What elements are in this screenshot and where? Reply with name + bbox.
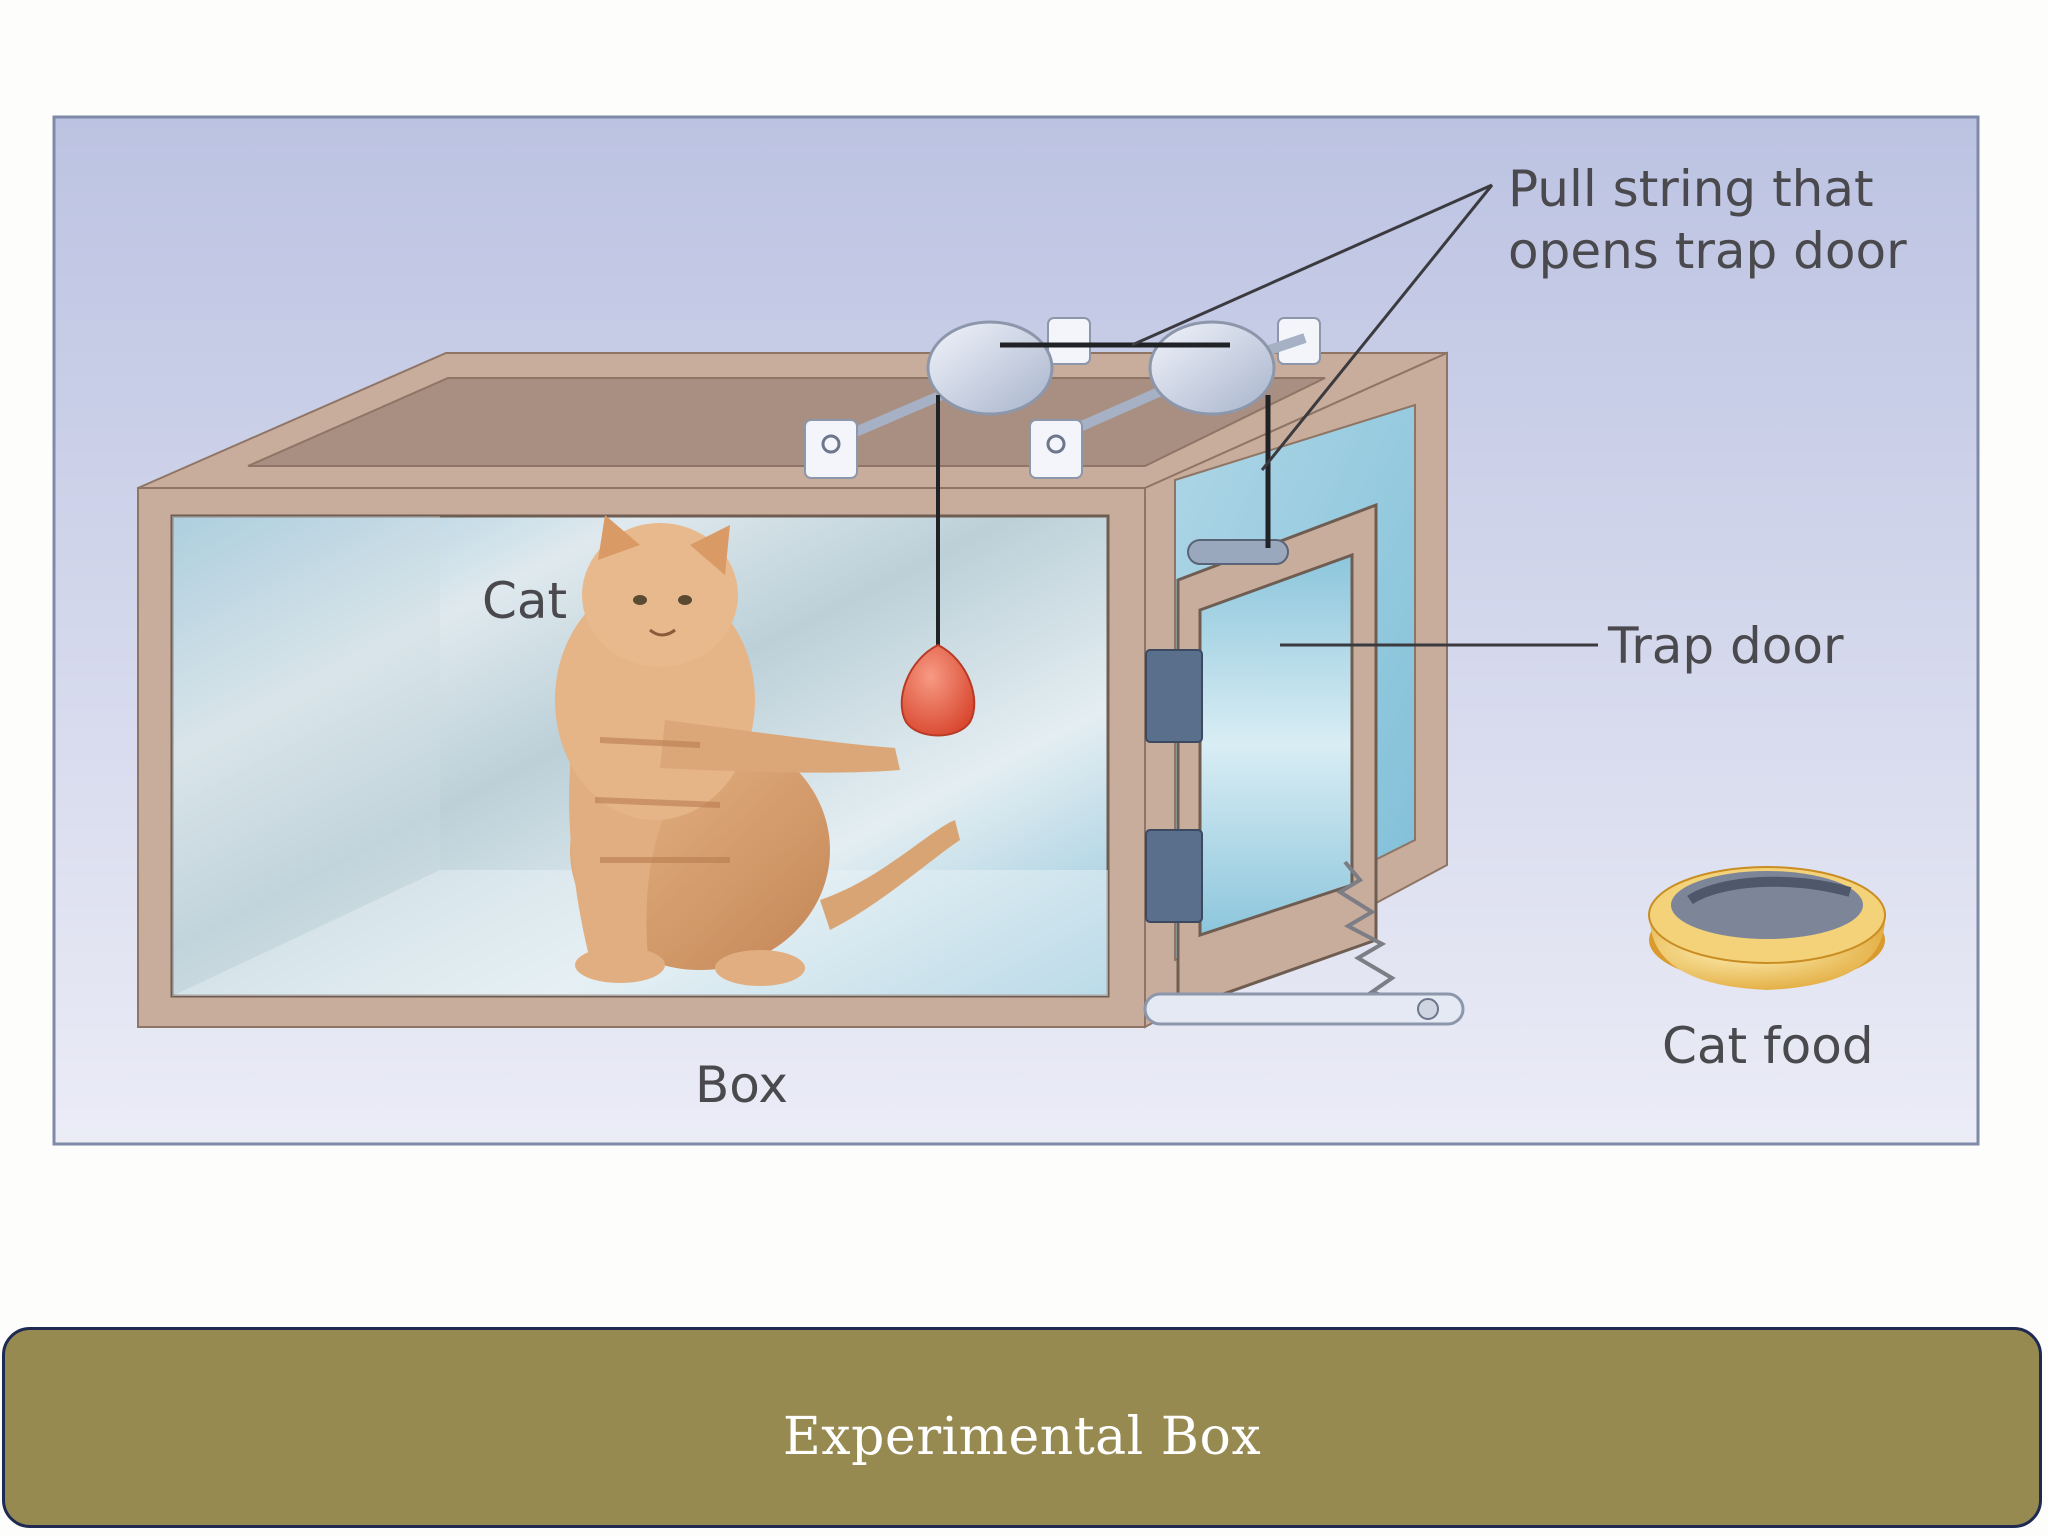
label-trap-door: Trap door bbox=[1607, 617, 1844, 675]
pull-string-leader-2 bbox=[1260, 184, 1494, 471]
label-pull-string-line1: Pull string that bbox=[1508, 160, 1874, 218]
label-pull-string-line2: opens trap door bbox=[1508, 222, 1907, 280]
pull-string-leader-1 bbox=[1131, 183, 1493, 347]
caption-bar: Experimental Box bbox=[2, 1327, 2042, 1528]
label-cat-food: Cat food bbox=[1662, 1017, 1874, 1075]
trap-door bbox=[1143, 502, 1465, 1026]
label-box: Box bbox=[695, 1056, 788, 1114]
label-cat: Cat bbox=[482, 572, 567, 630]
pulley-mechanism bbox=[804, 317, 1321, 650]
cat-illustration bbox=[555, 515, 960, 986]
caption-text: Experimental Box bbox=[782, 1406, 1262, 1467]
cat-food-bowl bbox=[1648, 866, 1886, 990]
string-weight bbox=[900, 643, 976, 737]
